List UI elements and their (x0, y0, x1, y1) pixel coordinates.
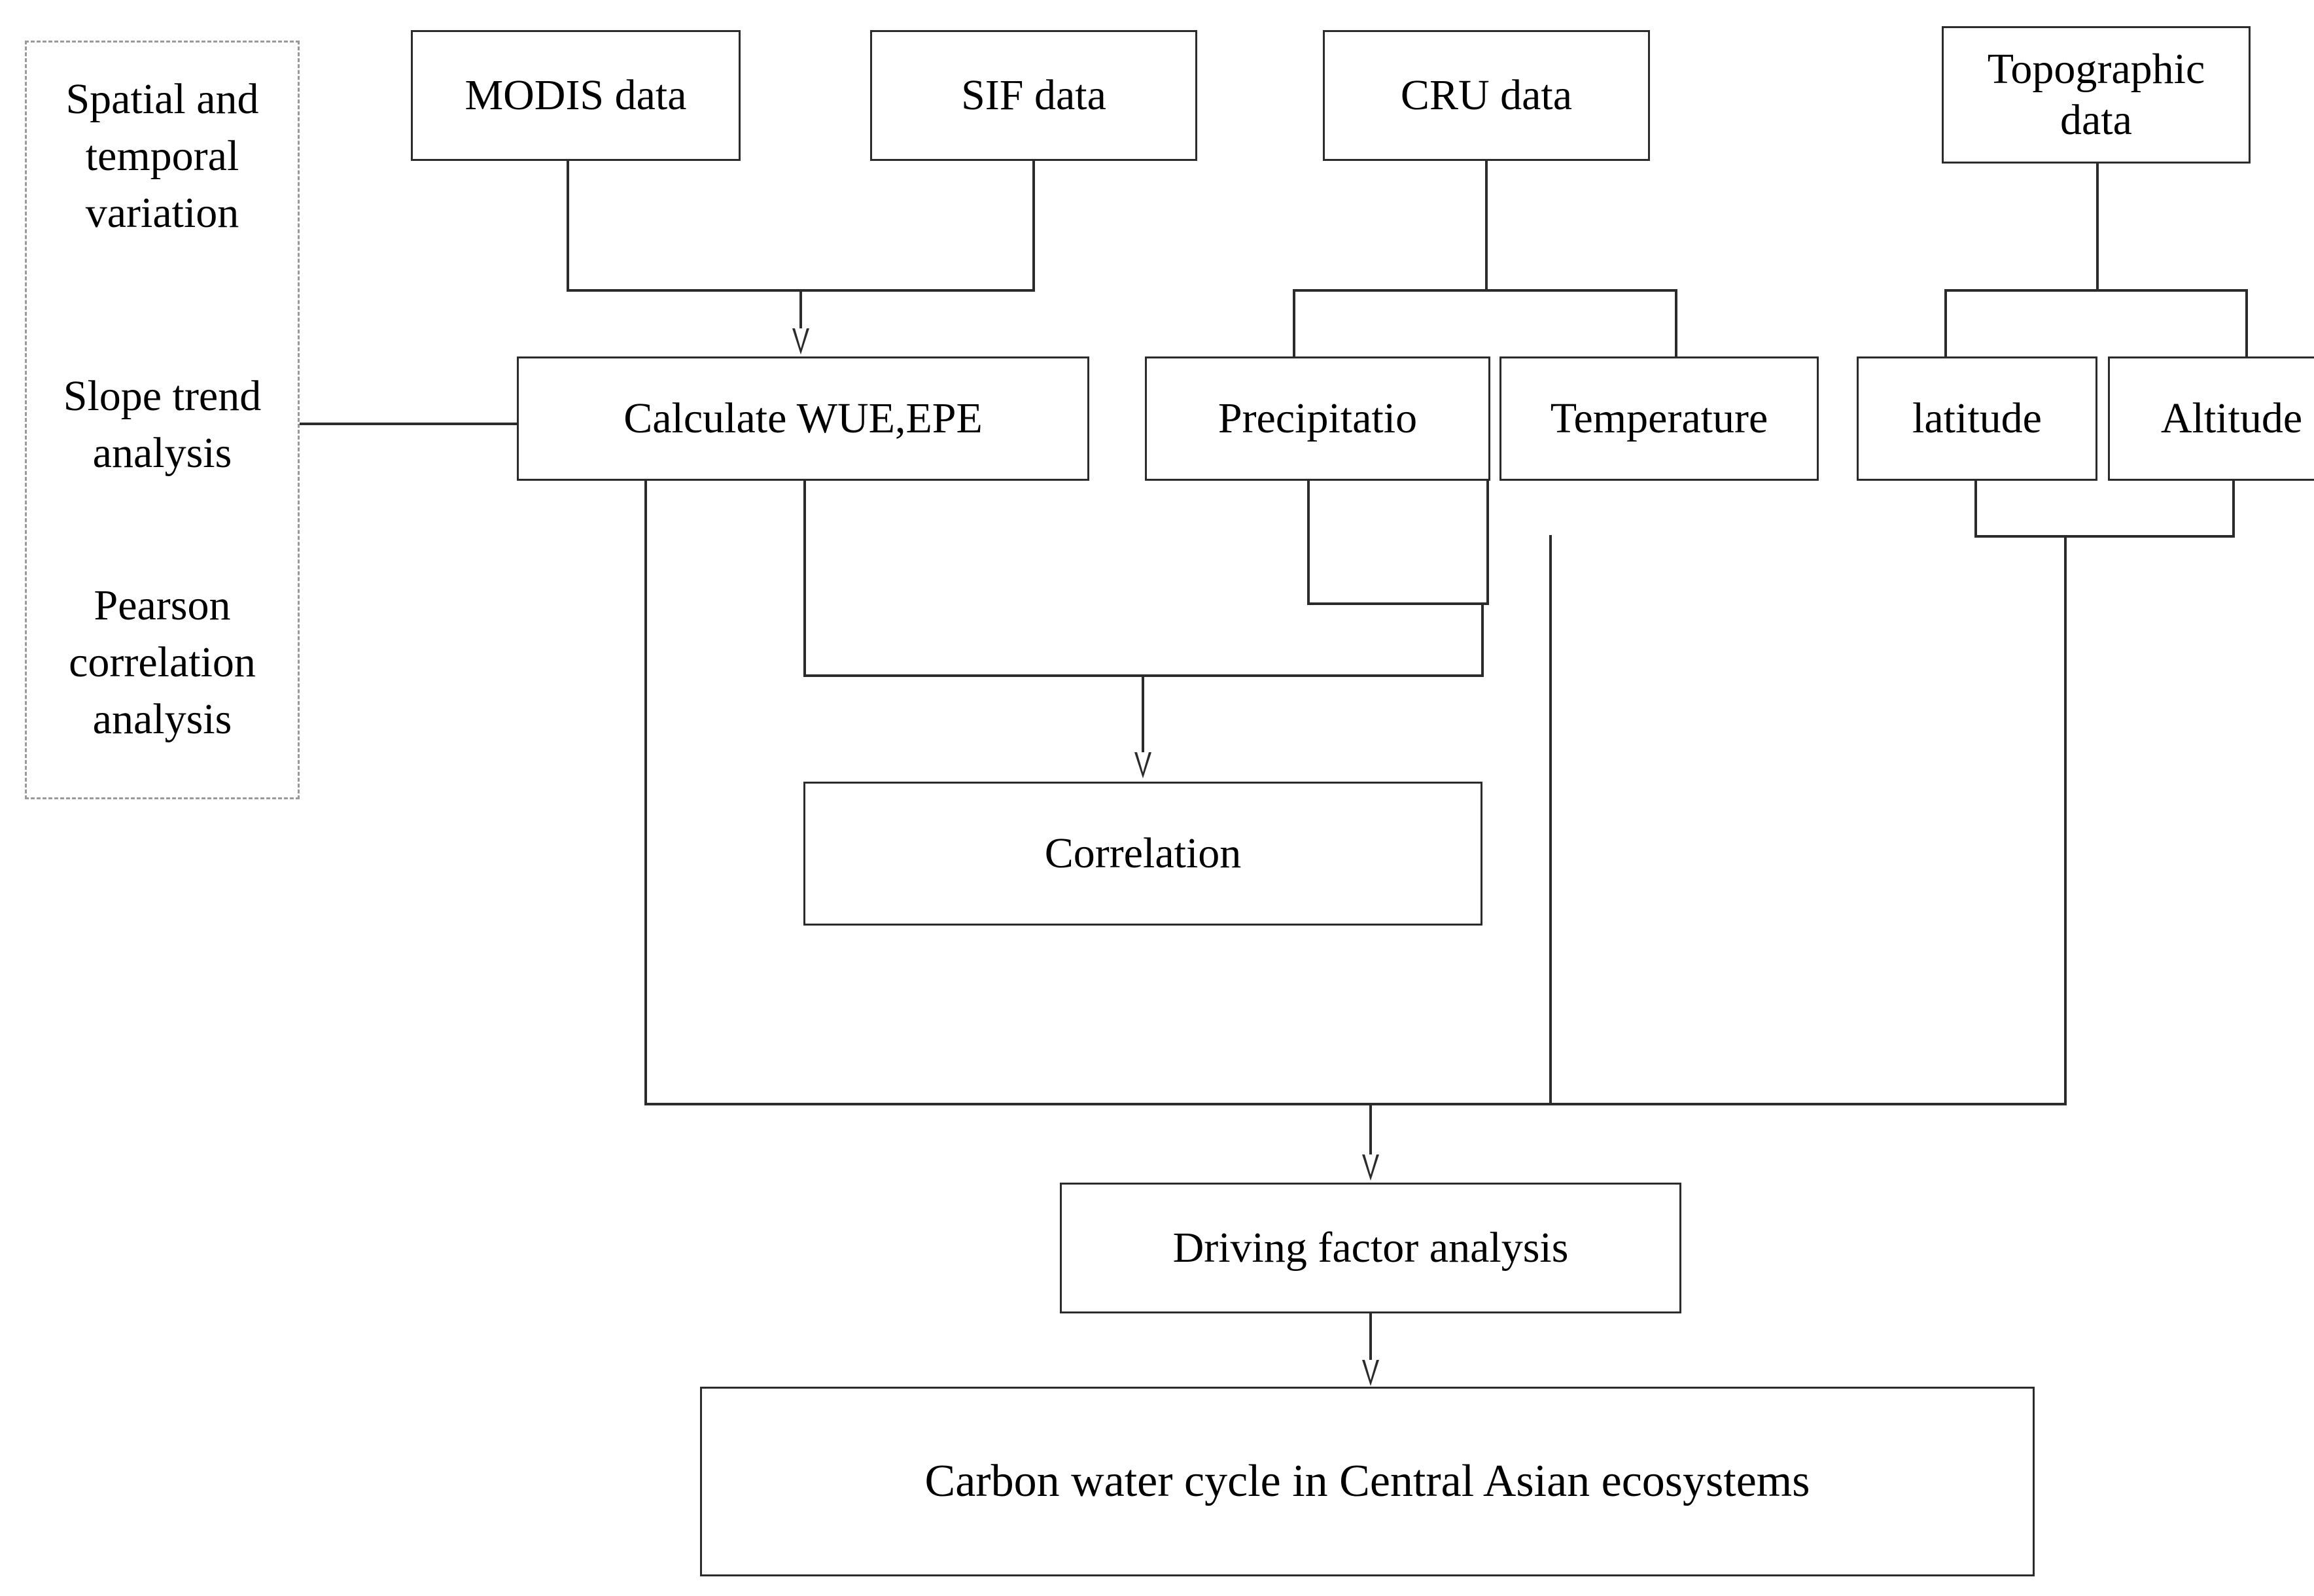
node-topographic-data-label: Topographic data (1987, 45, 2205, 144)
node-precipitation[interactable]: Precipitatio (1145, 356, 1490, 481)
edge-calculate-to-driving-bar (644, 479, 647, 1105)
node-correlation-label: Correlation (1044, 829, 1242, 878)
node-modis-data-label: MODIS data (465, 71, 687, 120)
edge-cru-down (1485, 161, 1488, 292)
edge-methods-panel-to-calculate (300, 423, 518, 425)
edge-cru-split-bar (1293, 289, 1677, 292)
edge-correlation-drop (1142, 674, 1144, 754)
node-altitude[interactable]: Altitude (2108, 356, 2314, 481)
node-correlation[interactable]: Correlation (803, 782, 1482, 926)
edge-topography-to-driving-bar (2064, 535, 2067, 1105)
edge-cru-to-precipitation (1293, 289, 1295, 358)
node-modis-data[interactable]: MODIS data (411, 30, 741, 161)
edge-topographic-down (2096, 164, 2099, 292)
node-driving-factor-analysis-label: Driving factor analysis (1172, 1224, 1569, 1272)
node-calculate-wue-epe[interactable]: Calculate WUE,EPE (517, 356, 1089, 481)
node-sif-data[interactable]: SIF data (870, 30, 1197, 161)
node-driving-factor-analysis[interactable]: Driving factor analysis (1060, 1183, 1681, 1313)
methods-panel (25, 41, 300, 799)
node-latitude-label: latitude (1912, 394, 2042, 443)
edge-temperature-down-short (1486, 479, 1489, 605)
methods-panel-item-slope-trend-analysis: Slope trend analysis (63, 372, 262, 477)
node-sif-data-label: SIF data (961, 71, 1106, 120)
methods-panel-item-pearson-correlation-analysis: Pearson correlation analysis (69, 581, 256, 744)
edge-latitude-down (1974, 479, 1977, 538)
node-carbon-water-cycle-outcome[interactable]: Carbon water cycle in Central Asian ecos… (700, 1387, 2035, 1576)
edge-calculate-to-correlation (803, 479, 806, 677)
edge-precipitation-down (1307, 479, 1310, 605)
edge-sif-down (1032, 161, 1035, 292)
node-cru-data[interactable]: CRU data (1323, 30, 1650, 161)
node-latitude[interactable]: latitude (1857, 356, 2097, 481)
edge-driving-merge-bar (644, 1103, 2067, 1105)
edge-driving-drop (1369, 1103, 1372, 1155)
edge-topographic-to-latitude (1944, 289, 1947, 358)
edge-modis-down (567, 161, 569, 292)
edge-climate-to-correlation (1481, 602, 1484, 677)
edge-topographic-to-altitude (2245, 289, 2248, 358)
node-calculate-wue-epe-label: Calculate WUE,EPE (623, 394, 983, 443)
node-precipitation-label: Precipitatio (1218, 394, 1418, 443)
edge-driving-to-outcome (1369, 1313, 1372, 1361)
node-altitude-label: Altitude (2160, 394, 2303, 443)
node-topographic-data[interactable]: Topographic data (1942, 26, 2251, 164)
edge-altitude-down (2232, 479, 2235, 538)
edge-latitude-altitude-merge-bar (1974, 535, 2235, 538)
edge-temperature-to-driving-bar (1549, 535, 1552, 1105)
node-cru-data-label: CRU data (1400, 71, 1573, 120)
edge-topographic-split-bar (1944, 289, 2248, 292)
edge-precip-temp-merge-bar (1307, 602, 1489, 605)
node-temperature-label: Temperature (1550, 394, 1768, 443)
edge-merge-to-calculate (799, 289, 802, 332)
methods-panel-item-spatial-temporal-variation: Spatial and temporal variation (65, 75, 259, 237)
node-temperature[interactable]: Temperature (1499, 356, 1819, 481)
node-carbon-water-cycle-outcome-label: Carbon water cycle in Central Asian ecos… (924, 1455, 1810, 1506)
edge-cru-to-temperature (1675, 289, 1677, 358)
